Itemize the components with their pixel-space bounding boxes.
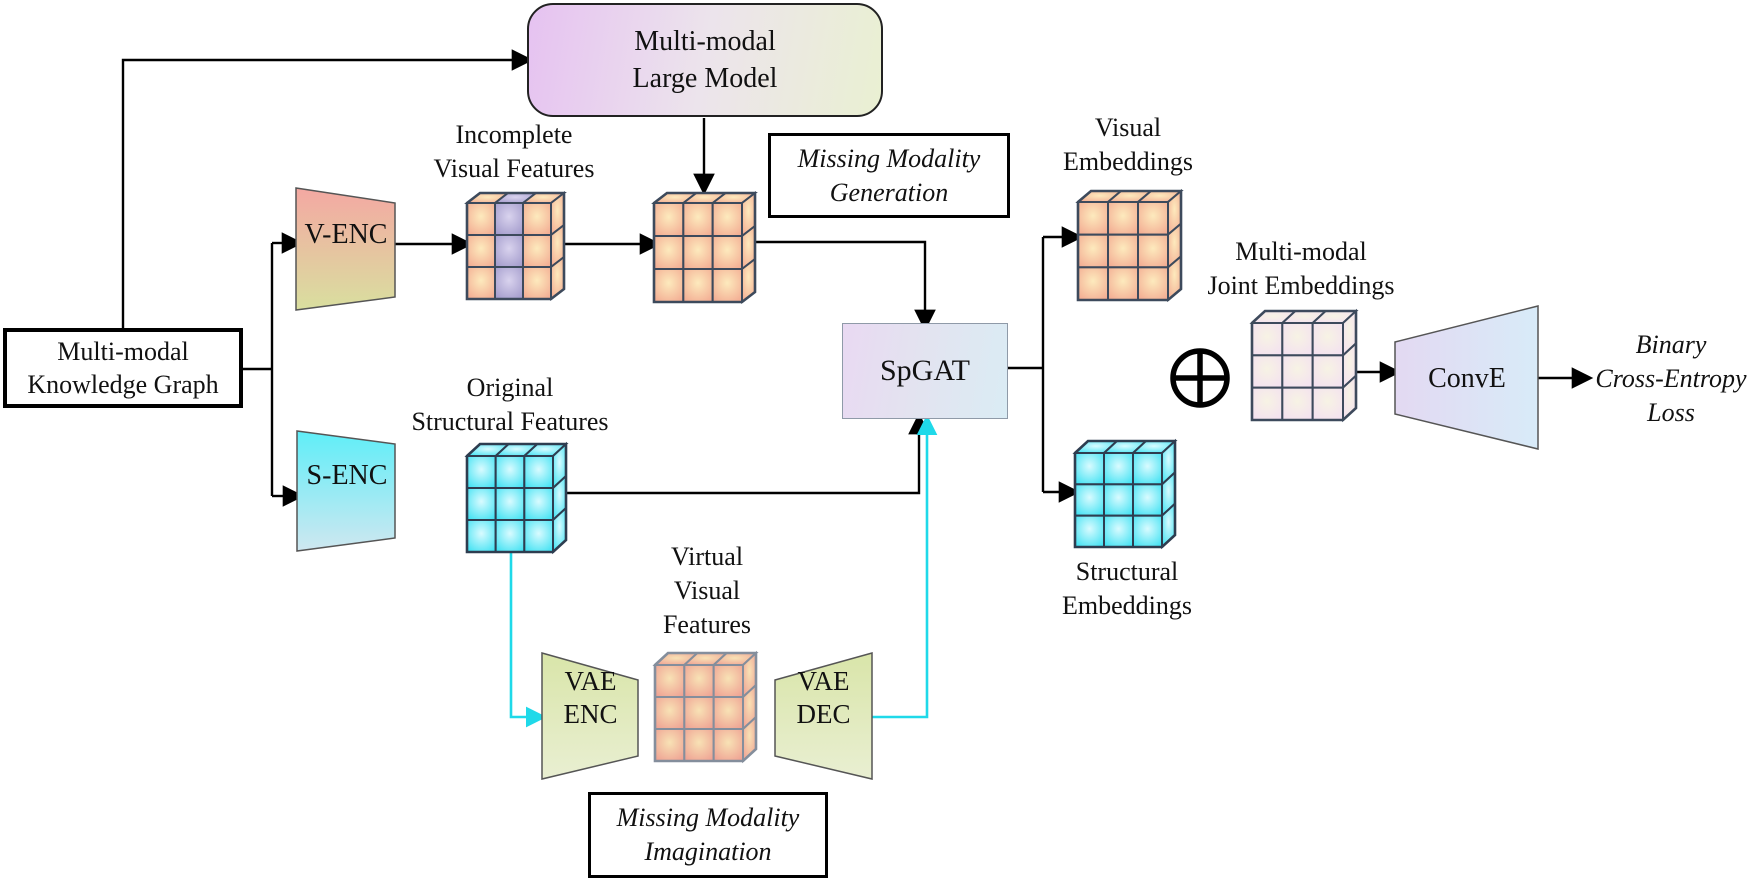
- missing-modality-generation-box: Missing Modality Generation: [768, 133, 1010, 218]
- vae-dec-line1: VAE: [797, 666, 850, 696]
- multimodal-knowledge-graph-box: Multi-modal Knowledge Graph: [3, 328, 243, 408]
- spgat-box: SpGAT: [842, 323, 1008, 419]
- kg-box-line2: Knowledge Graph: [27, 370, 219, 399]
- joint-emb-line2: Joint Embeddings: [1207, 271, 1395, 300]
- structural-emb-line2: Embeddings: [1062, 591, 1192, 620]
- structural-emb-line1: Structural: [1075, 557, 1179, 586]
- spgat-label: SpGAT: [879, 354, 970, 387]
- visual-embeddings-cube: [1075, 188, 1184, 303]
- concat-plus-icon: [1170, 348, 1230, 408]
- incomplete-visual-features-cube: [464, 190, 567, 302]
- vae-enc-line1: VAE: [564, 666, 617, 696]
- label-incomplete-visual-features: Incomplete Visual Features: [384, 118, 644, 186]
- mlm-box-line1: Multi-modal: [634, 26, 776, 57]
- virtual-line1: Virtual: [670, 542, 744, 571]
- label-joint-embeddings: Multi-modal Joint Embeddings: [1181, 235, 1421, 303]
- joint-embeddings-cube: [1249, 308, 1359, 423]
- missing-modality-imagination-box: Missing Modality Imagination: [588, 792, 828, 878]
- s-enc-label: S-ENC: [306, 460, 388, 491]
- mmi-box-line1: Missing Modality: [616, 803, 800, 832]
- vae-enc-trapezoid: VAE ENC: [540, 651, 641, 782]
- kg-box-line1: Multi-modal: [57, 337, 189, 366]
- loss-line2: Cross-Entropy: [1595, 364, 1747, 393]
- mmg-box-line1: Missing Modality: [797, 143, 981, 173]
- label-binary-cross-entropy-loss: Binary Cross-Entropy Loss: [1561, 328, 1758, 430]
- original-line2: Structural Features: [411, 407, 609, 436]
- incomplete-line1: Incomplete: [455, 120, 573, 149]
- visual-emb-line2: Embeddings: [1063, 147, 1193, 176]
- label-visual-embeddings: Visual Embeddings: [1028, 111, 1228, 179]
- vae-enc-label: VAE ENC: [540, 665, 641, 731]
- vae-enc-line2: ENC: [563, 699, 618, 729]
- multimodal-large-model-box: Multi-modal Large Model: [527, 3, 883, 117]
- s-enc-trapezoid: S-ENC: [295, 429, 399, 555]
- mlm-box-line2: Large Model: [632, 63, 778, 94]
- conve-label: ConvE: [1428, 363, 1506, 394]
- structural-embeddings-cube: [1072, 438, 1178, 550]
- vae-dec-trapezoid: VAE DEC: [773, 651, 874, 782]
- loss-line3: Loss: [1647, 398, 1695, 427]
- mmi-box-line2: Imagination: [644, 837, 772, 866]
- label-structural-embeddings: Structural Embeddings: [1017, 555, 1237, 623]
- label-original-structural-features: Original Structural Features: [380, 371, 640, 439]
- incomplete-line2: Visual Features: [433, 154, 595, 183]
- original-structural-features-cube: [464, 441, 569, 555]
- virtual-line2: Visual: [673, 576, 741, 605]
- original-line1: Original: [466, 373, 554, 402]
- loss-line1: Binary: [1635, 330, 1707, 359]
- label-virtual-visual-features: Virtual Visual Features: [617, 540, 797, 642]
- virtual-visual-features-cube: [652, 650, 759, 764]
- mmg-box-line2: Generation: [829, 177, 949, 207]
- vae-dec-line2: DEC: [796, 699, 851, 729]
- virtual-line3: Features: [662, 610, 752, 639]
- joint-emb-line1: Multi-modal: [1235, 237, 1367, 266]
- conve-trapezoid: ConvE: [1393, 304, 1541, 452]
- visual-emb-line1: Visual: [1094, 113, 1162, 142]
- generated-visual-features-cube: [651, 190, 758, 305]
- v-enc-label: V-ENC: [304, 219, 388, 250]
- vae-dec-label: VAE DEC: [773, 665, 874, 731]
- v-enc-trapezoid: V-ENC: [294, 186, 398, 313]
